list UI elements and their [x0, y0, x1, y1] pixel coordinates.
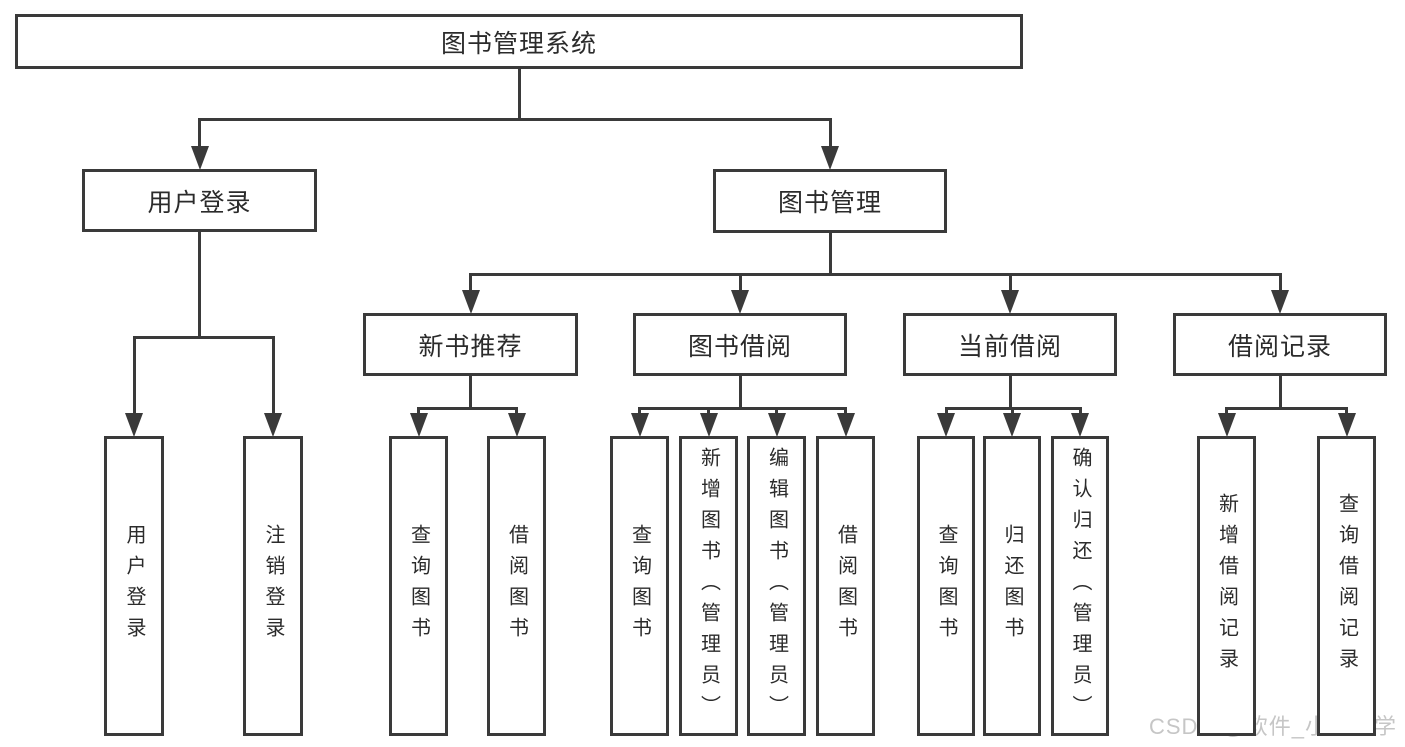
connector-line: [707, 407, 710, 414]
arrow-down-icon: [1217, 413, 1236, 437]
connector-line: [844, 407, 847, 414]
node-rec-borrow: 借阅图书: [487, 436, 546, 736]
arrow-down-icon: [409, 413, 428, 437]
connector-line: [1345, 407, 1348, 414]
connector-line: [944, 407, 948, 414]
connector-line: [828, 233, 832, 276]
arrow-down-icon: [507, 413, 526, 437]
connector-line: [132, 336, 136, 414]
arrow-down-icon: [630, 413, 649, 437]
connector-line: [1278, 376, 1282, 410]
arrow-down-icon: [1001, 290, 1019, 314]
node-login-user: 用户登录: [104, 436, 164, 736]
arrow-down-icon: [125, 413, 143, 437]
node-borrow-borrow: 借阅图书: [816, 436, 875, 736]
arrow-down-icon: [937, 413, 955, 437]
arrow-down-icon: [836, 413, 855, 437]
connector-line: [417, 407, 518, 410]
node-rec-query: 查询图书: [389, 436, 448, 736]
arrow-down-icon: [1271, 290, 1289, 314]
connector-line: [1008, 273, 1012, 291]
node-login: 用户登录: [82, 169, 317, 232]
node-current: 当前借阅: [903, 313, 1117, 376]
arrow-down-icon: [1071, 413, 1089, 437]
node-root: 图书管理系统: [15, 14, 1023, 69]
arrow-down-icon: [731, 290, 749, 314]
connector-line: [738, 376, 742, 410]
arrow-down-icon: [767, 413, 786, 437]
node-borrow-query: 查询图书: [610, 436, 669, 736]
connector-line: [1278, 273, 1282, 291]
connector-line: [469, 376, 472, 410]
arrow-down-icon: [699, 413, 718, 437]
connector-line: [417, 407, 420, 414]
connector-line: [1225, 407, 1348, 410]
connector-line: [469, 273, 472, 291]
arrow-down-icon: [190, 146, 209, 170]
connector-line: [1008, 376, 1012, 410]
node-records: 借阅记录: [1173, 313, 1387, 376]
arrow-down-icon: [264, 413, 282, 437]
connector-line: [1078, 407, 1082, 414]
connector-line: [198, 118, 201, 147]
connector-line: [1010, 407, 1014, 414]
connector-line: [198, 118, 832, 121]
node-records-query: 查询借阅记录: [1317, 436, 1376, 736]
arrow-down-icon: [821, 146, 839, 170]
node-borrow: 图书借阅: [633, 313, 847, 376]
node-current-confirm: 确认归还（管理员）: [1051, 436, 1109, 736]
node-records-add: 新增借阅记录: [1197, 436, 1256, 736]
connector-line: [515, 407, 518, 414]
connector-line: [638, 407, 641, 414]
connector-line: [271, 336, 275, 414]
arrow-down-icon: [1337, 413, 1356, 437]
connector-line: [198, 232, 201, 339]
connector-line: [738, 273, 742, 291]
connector-line: [132, 336, 275, 339]
connector-line: [469, 273, 1282, 276]
connector-line: [517, 69, 521, 121]
node-login-logout: 注销登录: [243, 436, 303, 736]
node-mgmt: 图书管理: [713, 169, 947, 233]
connector-line: [1225, 407, 1228, 414]
connector-line: [638, 407, 847, 410]
node-current-query: 查询图书: [917, 436, 975, 736]
arrow-down-icon: [461, 290, 480, 314]
node-borrow-add: 新增图书（管理员）: [679, 436, 738, 736]
node-rec: 新书推荐: [363, 313, 578, 376]
arrow-down-icon: [1003, 413, 1021, 437]
connector-line: [775, 407, 778, 414]
connector-line: [828, 118, 832, 147]
node-current-return: 归还图书: [983, 436, 1041, 736]
node-borrow-edit: 编辑图书（管理员）: [747, 436, 806, 736]
